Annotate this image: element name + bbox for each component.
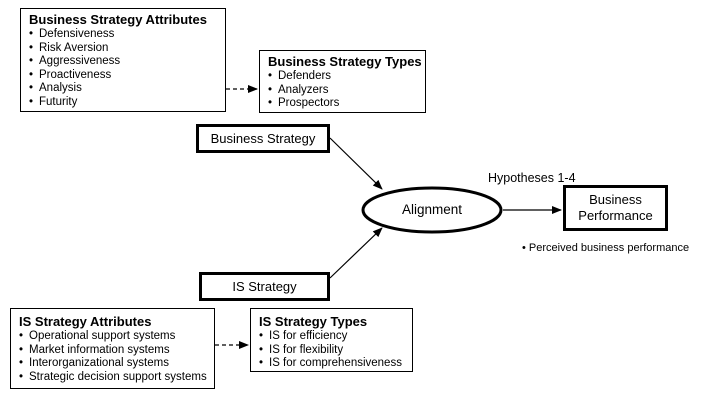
business-performance-line2: Performance	[578, 208, 653, 223]
is-strategy-types-box: IS Strategy Types IS for efficiency IS f…	[250, 308, 413, 372]
list-item: Strategic decision support systems	[19, 371, 214, 385]
business-strategy-types-box: Business Strategy Types Defenders Analyz…	[259, 50, 426, 113]
business-performance-line1: Business	[589, 192, 642, 207]
list-item: Prospectors	[268, 97, 425, 111]
list-item: Defenders	[268, 70, 425, 84]
business-strategy-box: Business Strategy	[196, 124, 330, 153]
list-item: Market information systems	[19, 344, 214, 358]
business-strategy-attributes-box: Business Strategy Attributes Defensivene…	[20, 8, 226, 112]
list-item: Analysis	[29, 82, 225, 96]
arrow-business-strategy-to-alignment	[329, 137, 383, 190]
list-item: Interorganizational systems	[19, 357, 214, 371]
list-item: Analyzers	[268, 84, 425, 98]
alignment-label: Alignment	[401, 202, 463, 217]
business-performance-note: • Perceived business performance	[522, 242, 690, 254]
is-strategy-attributes-title: IS Strategy Attributes	[19, 314, 152, 329]
is-strategy-attributes-list: Operational support systems Market infor…	[19, 330, 214, 384]
list-item: Risk Aversion	[29, 42, 225, 56]
business-strategy-label: Business Strategy	[210, 130, 316, 146]
list-item: IS for comprehensiveness	[259, 357, 412, 371]
list-item: IS for efficiency	[259, 330, 412, 344]
is-strategy-label: IS Strategy	[232, 278, 297, 294]
hypotheses-label: Hypotheses 1-4	[488, 171, 576, 185]
business-performance-box: Business Performance	[563, 185, 668, 231]
list-item: Proactiveness	[29, 69, 225, 83]
list-item: IS for flexibility	[259, 344, 412, 358]
business-strategy-attributes-list: Defensiveness Risk Aversion Aggressivene…	[29, 28, 225, 110]
arrow-is-strategy-to-alignment	[329, 227, 383, 279]
list-item: Defensiveness	[29, 28, 225, 42]
is-strategy-box: IS Strategy	[199, 272, 330, 301]
alignment-node: Alignment	[363, 188, 501, 232]
is-strategy-types-list: IS for efficiency IS for flexibility IS …	[259, 330, 412, 371]
is-strategy-types-title: IS Strategy Types	[259, 314, 368, 329]
list-item: Futurity	[29, 96, 225, 110]
is-strategy-attributes-box: IS Strategy Attributes Operational suppo…	[10, 308, 215, 389]
list-item: Operational support systems	[19, 330, 214, 344]
business-strategy-types-list: Defenders Analyzers Prospectors	[268, 70, 425, 111]
business-strategy-types-title: Business Strategy Types	[268, 54, 422, 69]
list-item: Aggressiveness	[29, 55, 225, 69]
business-strategy-attributes-title: Business Strategy Attributes	[29, 12, 207, 27]
alignment-ellipse	[361, 186, 503, 234]
